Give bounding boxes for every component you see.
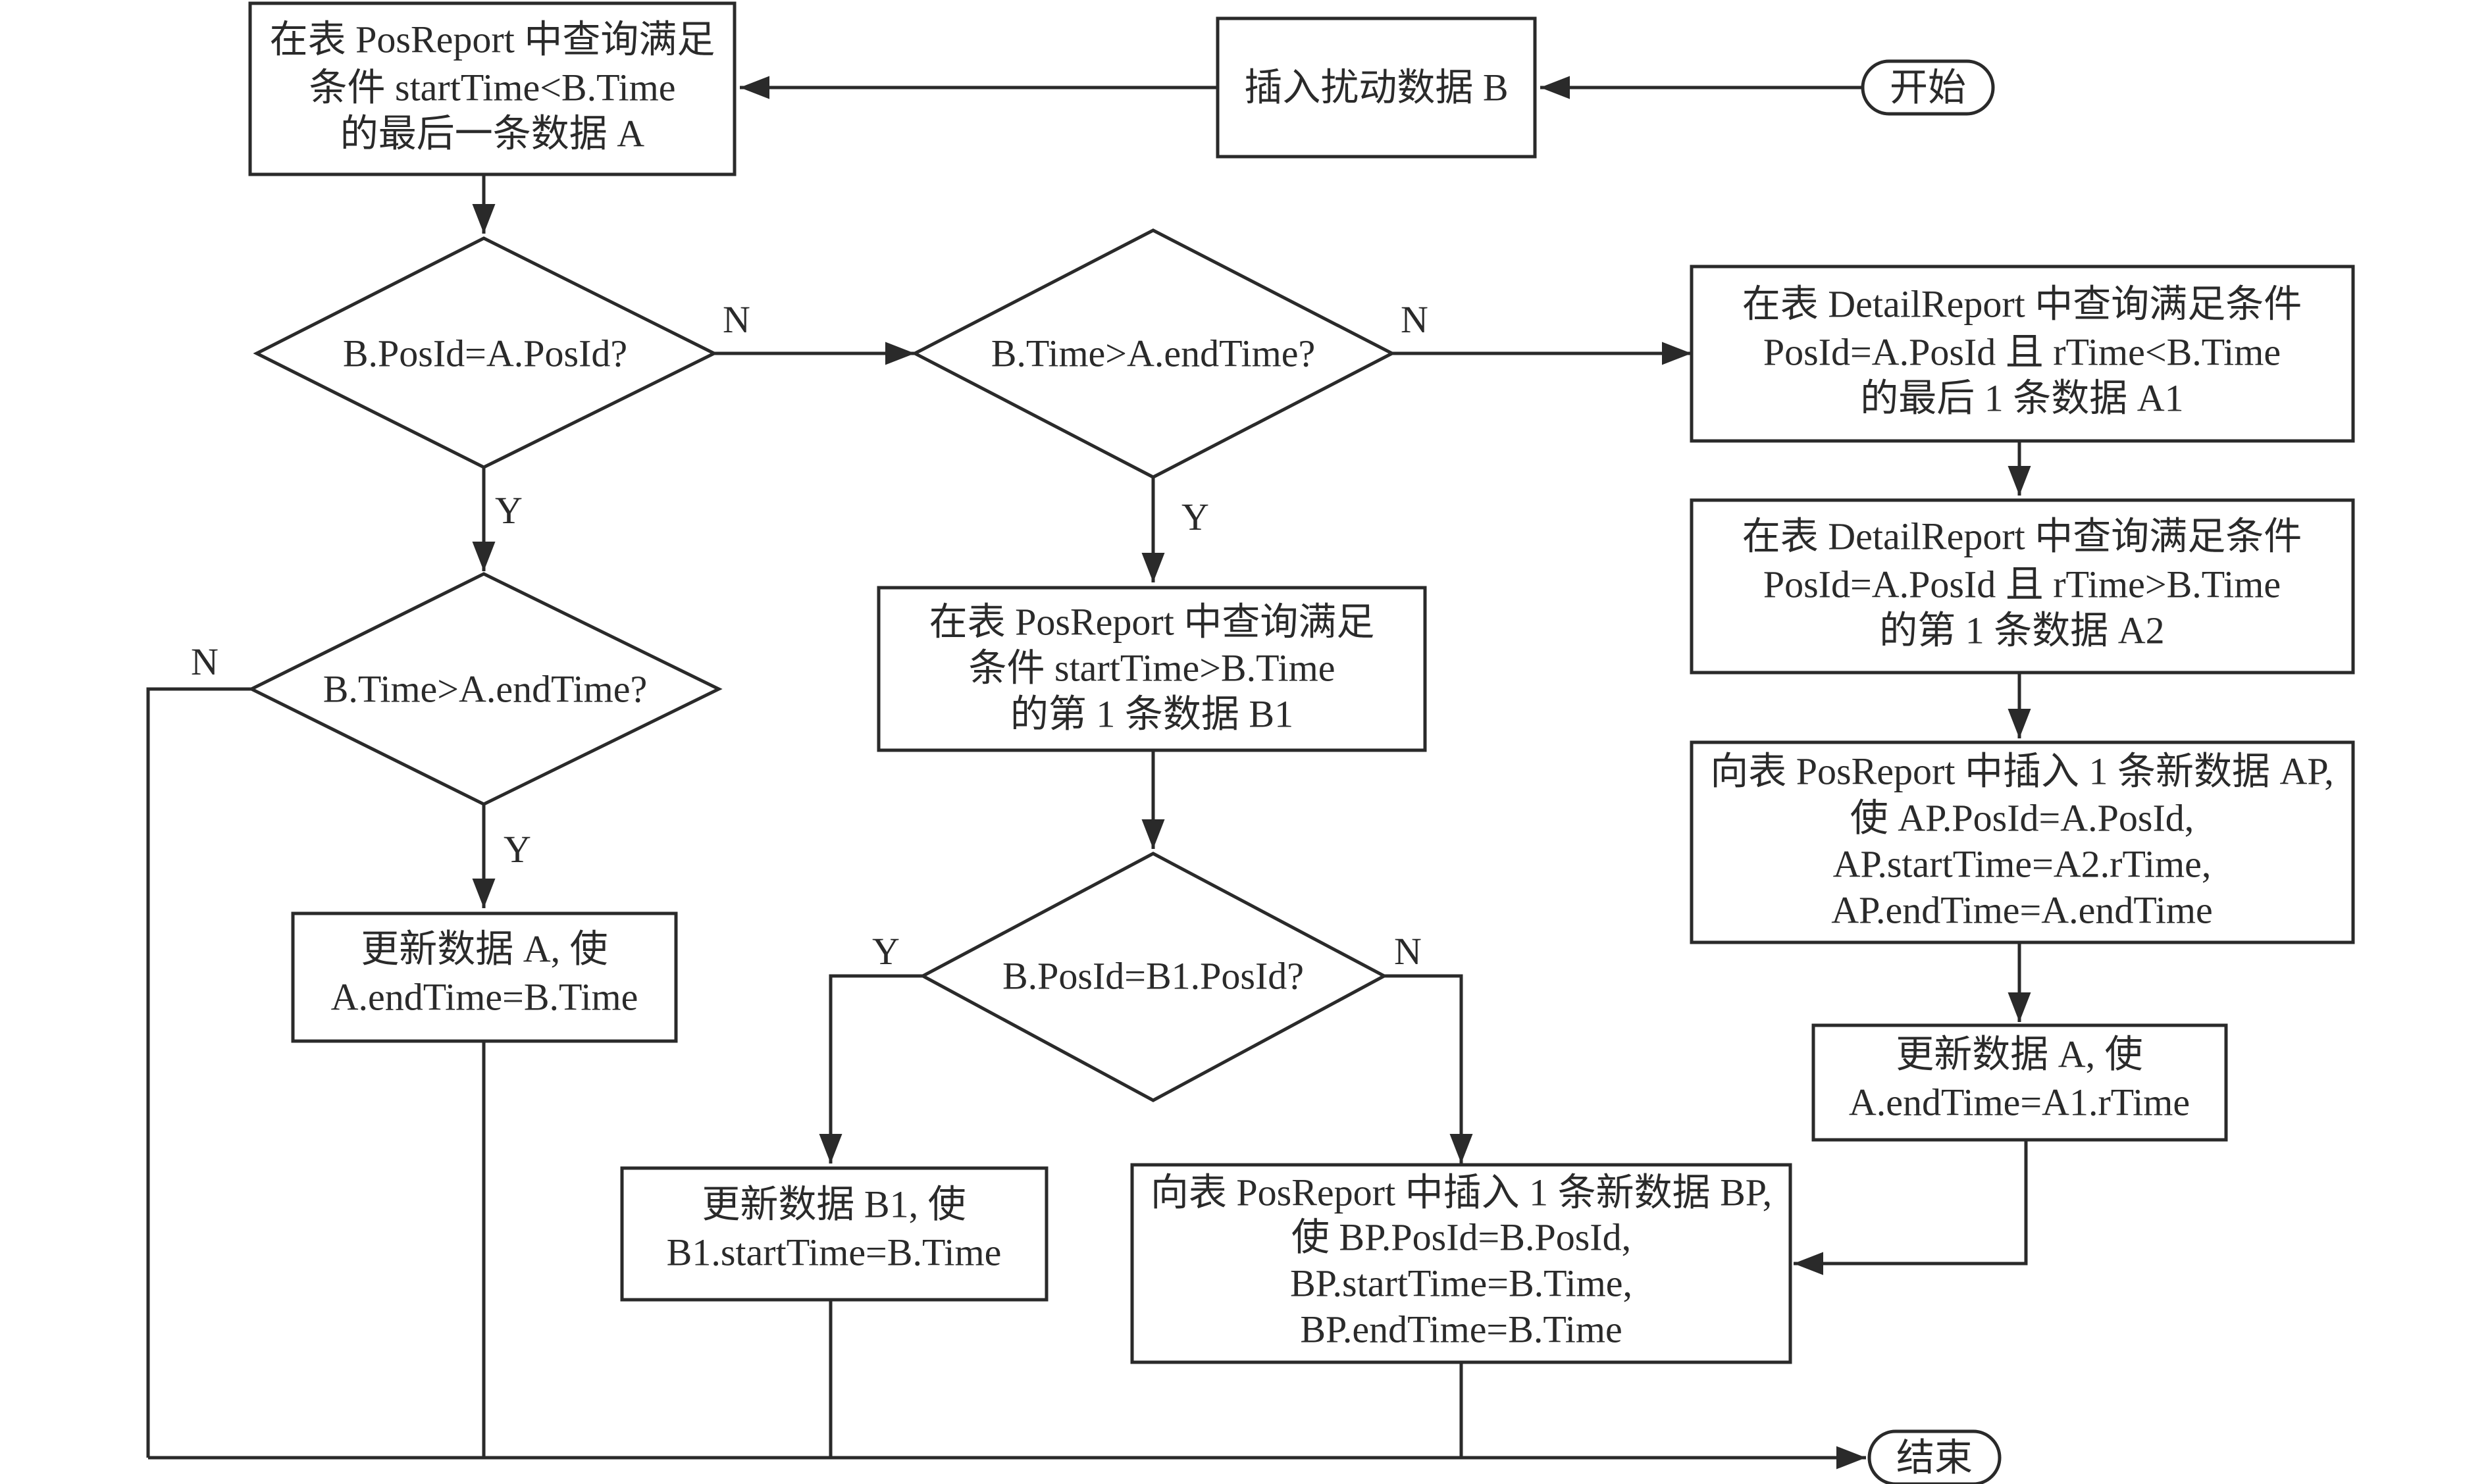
insert-b-line-1: 插入扰动数据 B [1244, 66, 1508, 109]
insert-ap-line-2: 使 AP.PosId=A.PosId, [1850, 797, 2194, 840]
branch-label-posid-yes: Y [495, 489, 523, 532]
insert-bp-line-1: 向表 PosReport 中插入 1 条新数据 BP, [1151, 1171, 1772, 1214]
query-a2-box: 在表 DetailReport 中查询满足条件 PosId=A.PosId 且 … [1690, 498, 2355, 675]
insert-ap-line-4: AP.endTime=A.endTime [1831, 889, 2213, 932]
update-b1-line-2: B1.startTime=B.Time [667, 1231, 1002, 1274]
end-terminal-label: 结束 [1896, 1437, 1973, 1479]
edge-b1posid-yes [819, 974, 923, 1164]
update-a-end-b-box: 更新数据 A, 使 A.endTime=B.Time [291, 911, 678, 1043]
insert-b-box: 插入扰动数据 B [1216, 16, 1537, 159]
branch-label-time-left-no: N [191, 640, 219, 683]
decision-time-gt-end-top: B.Time>A.endTime? [911, 228, 1396, 479]
query-a2-line-1: 在表 DetailReport 中查询满足条件 [1742, 515, 2302, 558]
query-a-line-3: 的最后一条数据 A [340, 113, 645, 155]
edge-time-left-no [146, 687, 251, 1458]
start-terminal-label: 开始 [1890, 66, 1966, 109]
query-a2-line-3: 的第 1 条数据 A2 [1879, 609, 2164, 652]
query-b1-line-3: 的第 1 条数据 B1 [1010, 693, 1293, 736]
query-a-line-1: 在表 PosReport 中查询满足 [270, 18, 715, 61]
query-b1-box: 在表 PosReport 中查询满足 条件 startTime>B.Time 的… [877, 586, 1427, 752]
insert-bp-box: 向表 PosReport 中插入 1 条新数据 BP, 使 BP.PosId=B… [1130, 1163, 1792, 1364]
query-b1-line-1: 在表 PosReport 中查询满足 [929, 601, 1375, 644]
decision-posid-eq-label: B.PosId=A.PosId? [343, 332, 627, 375]
branch-label-posid-no: N [723, 298, 750, 341]
branch-label-time-top-yes: Y [1181, 496, 1209, 538]
update-a-end-a1-line-1: 更新数据 A, 使 [1896, 1033, 2142, 1076]
insert-bp-line-4: BP.endTime=B.Time [1300, 1308, 1622, 1351]
decision-time-gt-end-left-label: B.Time>A.endTime? [323, 668, 648, 711]
query-a1-box: 在表 DetailReport 中查询满足条件 PosId=A.PosId 且 … [1690, 265, 2355, 443]
update-a-end-b-line-2: A.endTime=B.Time [331, 976, 638, 1019]
insert-bp-line-2: 使 BP.PosId=B.PosId, [1291, 1216, 1631, 1259]
query-a1-line-2: PosId=A.PosId 且 rTime<B.Time [1763, 331, 2281, 374]
update-a-end-b-line-1: 更新数据 A, 使 [361, 928, 608, 971]
insert-ap-line-1: 向表 PosReport 中插入 1 条新数据 AP, [1710, 750, 2333, 793]
decision-posid-eq: B.PosId=A.PosId? [253, 236, 718, 469]
query-a-line-2: 条件 startTime<B.Time [309, 66, 676, 109]
connectors [146, 76, 2031, 1470]
branch-label-b1posid-no: N [1394, 930, 1422, 973]
update-b1-box: 更新数据 B1, 使 B1.startTime=B.Time [620, 1166, 1049, 1302]
update-a-end-a1-box: 更新数据 A, 使 A.endTime=A1.rTime [1811, 1023, 2228, 1142]
branch-label-time-top-no: N [1401, 298, 1428, 341]
query-a1-line-3: 的最后 1 条数据 A1 [1860, 377, 2183, 420]
end-terminal: 结束 [1867, 1429, 2002, 1484]
branch-labels: N Y N Y N Y Y N [191, 298, 1428, 973]
decision-time-gt-end-left: B.Time>A.endTime? [247, 572, 723, 806]
insert-bp-line-3: BP.startTime=B.Time, [1290, 1262, 1632, 1305]
start-terminal: 开始 [1861, 59, 1995, 116]
edge-update-a1-to-bp [1794, 1140, 2028, 1275]
insert-ap-box: 向表 PosReport 中插入 1 条新数据 AP, 使 AP.PosId=A… [1690, 740, 2355, 944]
edge-b1posid-no [1384, 974, 1473, 1164]
decision-b1-posid-eq-label: B.PosId=B1.PosId? [1002, 955, 1304, 998]
update-b1-line-1: 更新数据 B1, 使 [702, 1183, 966, 1226]
query-b1-line-2: 条件 startTime>B.Time [969, 647, 1335, 690]
query-a1-line-1: 在表 DetailReport 中查询满足条件 [1742, 283, 2302, 326]
branch-label-b1posid-yes: Y [872, 930, 900, 973]
update-a-end-a1-line-2: A.endTime=A1.rTime [1849, 1081, 2190, 1124]
query-a-box: 在表 PosReport 中查询满足 条件 startTime<B.Time 的… [248, 1, 737, 176]
branch-label-time-left-yes: Y [504, 828, 531, 871]
query-a2-line-2: PosId=A.PosId 且 rTime>B.Time [1763, 563, 2281, 606]
insert-ap-line-3: AP.startTime=A2.rTime, [1833, 843, 2212, 886]
decision-time-gt-end-top-label: B.Time>A.endTime? [991, 332, 1316, 375]
decision-b1-posid-eq: B.PosId=B1.PosId? [919, 852, 1388, 1102]
